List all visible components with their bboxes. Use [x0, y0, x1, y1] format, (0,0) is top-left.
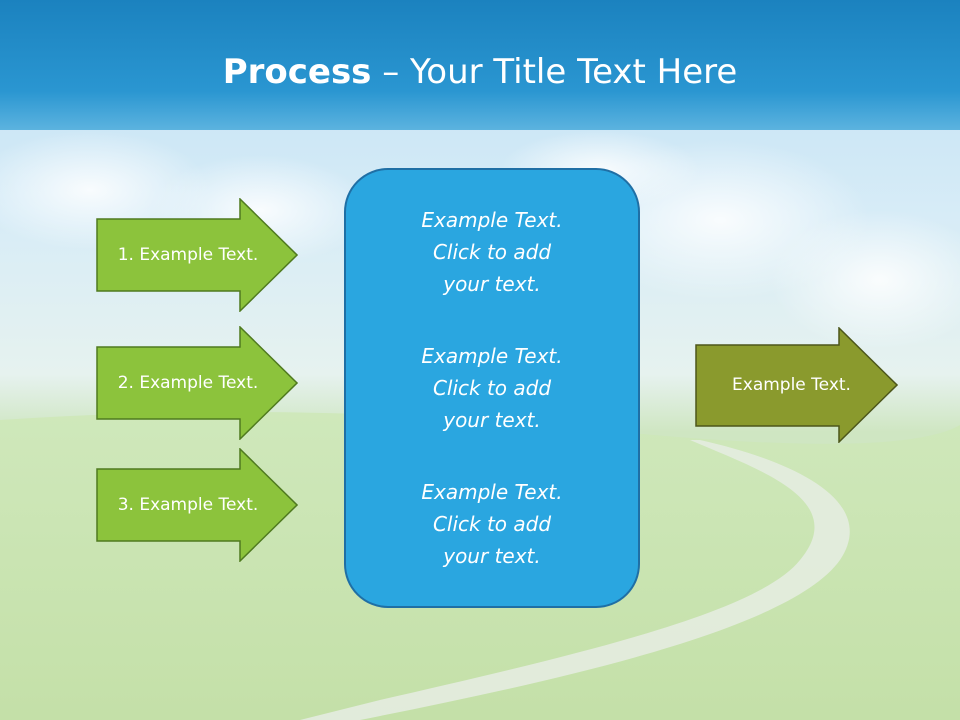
- text-line: Example Text.: [421, 208, 563, 232]
- text-paragraph: Example Text. Click to add your text.: [421, 204, 562, 300]
- title-bold: Process: [222, 52, 372, 92]
- result-arrow[interactable]: Example Text.: [695, 327, 898, 443]
- arrow-shape-icon: [695, 327, 898, 443]
- text-line: Click to add: [432, 376, 552, 400]
- text-line: Click to add: [432, 240, 552, 264]
- text-line: Example Text.: [421, 480, 563, 504]
- step-arrow-label: 3. Example Text.: [117, 495, 259, 515]
- step-arrow-label: 2. Example Text.: [117, 373, 259, 393]
- text-line: your text.: [443, 408, 541, 432]
- text-line: Example Text.: [421, 344, 563, 368]
- arrow-shape-icon: [96, 448, 298, 562]
- step-arrow-1[interactable]: 1. Example Text.: [96, 198, 298, 312]
- step-arrow-label: 1. Example Text.: [117, 245, 259, 265]
- slide-title[interactable]: Process – Your Title Text Here: [0, 52, 960, 92]
- text-paragraph: Example Text. Click to add your text.: [421, 476, 562, 572]
- text-line: your text.: [443, 272, 541, 296]
- text-line: your text.: [443, 544, 541, 568]
- text-line: Click to add: [432, 512, 552, 536]
- text-paragraph: Example Text. Click to add your text.: [421, 340, 562, 436]
- title-rest: – Your Title Text Here: [371, 52, 738, 92]
- arrow-shape-icon: [96, 198, 298, 312]
- step-arrow-2[interactable]: 2. Example Text.: [96, 326, 298, 440]
- arrow-shape-icon: [96, 326, 298, 440]
- step-arrow-3[interactable]: 3. Example Text.: [96, 448, 298, 562]
- result-arrow-label: Example Text.: [732, 375, 851, 395]
- title-bar: [0, 0, 960, 130]
- center-text-box[interactable]: Example Text. Click to add your text. Ex…: [344, 168, 640, 608]
